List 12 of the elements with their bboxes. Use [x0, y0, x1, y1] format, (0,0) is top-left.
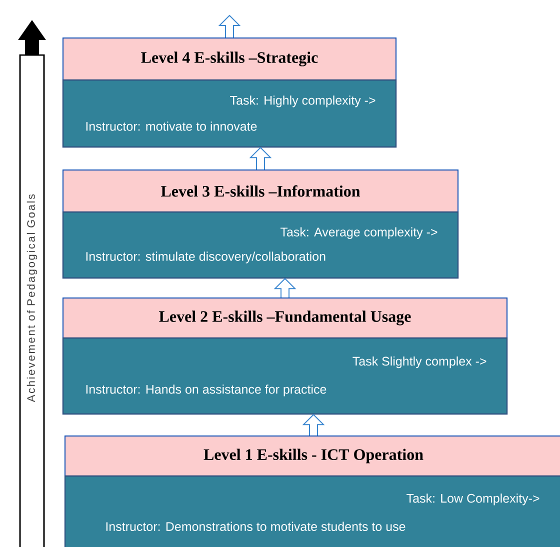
level-box: Task Slightly complex -> Instructor: Hands on assistance for practice — [62, 337, 508, 415]
level-header: Level 2 E-skills –Fundamental Usage — [62, 298, 508, 338]
block-arrow — [218, 14, 241, 38]
block-arrow — [274, 278, 296, 298]
level-header: Level 1 E-skills - ICT Operation — [64, 436, 560, 476]
level-header: Level 4 E-skills –Strategic — [62, 38, 396, 80]
block-arrow — [302, 414, 325, 436]
level-box: Task: Low Complexity-> Instructor: Demonstrations to motivate students to use — [64, 475, 560, 547]
block-arrow — [249, 146, 272, 170]
level-box: Task: Average complexity -> Instructor: stimulate discovery/collaboration — [62, 211, 459, 279]
level-box: Task: Highly complexity -> Instructor: motivate to innovate — [62, 79, 397, 148]
level-header: Level 3 E-skills –Information — [62, 170, 458, 212]
